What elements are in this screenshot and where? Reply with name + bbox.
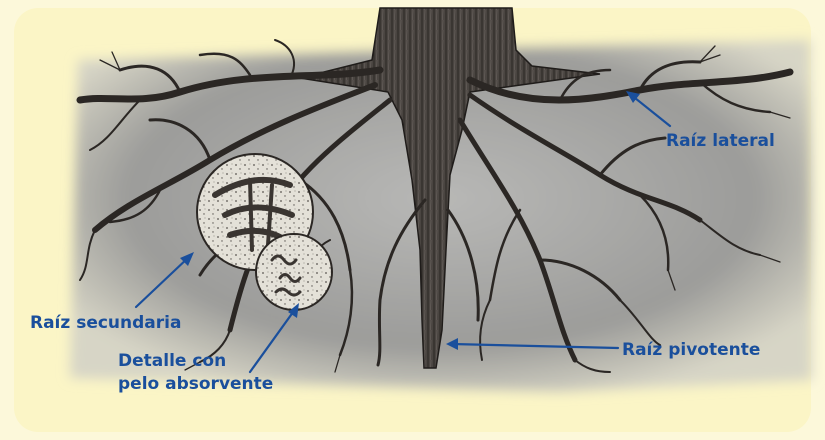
label-detalle-pelo: Detalle con pelo absorvente bbox=[118, 350, 273, 396]
label-raiz-pivotante: Raíz pivotente bbox=[622, 339, 760, 361]
detail-circle-small bbox=[256, 234, 332, 310]
label-detalle-line1: Detalle con bbox=[118, 350, 273, 373]
label-raiz-lateral: Raíz lateral bbox=[666, 130, 775, 152]
label-detalle-line2: pelo absorvente bbox=[118, 373, 273, 396]
label-raiz-secundaria: Raíz secundaria bbox=[30, 312, 181, 334]
